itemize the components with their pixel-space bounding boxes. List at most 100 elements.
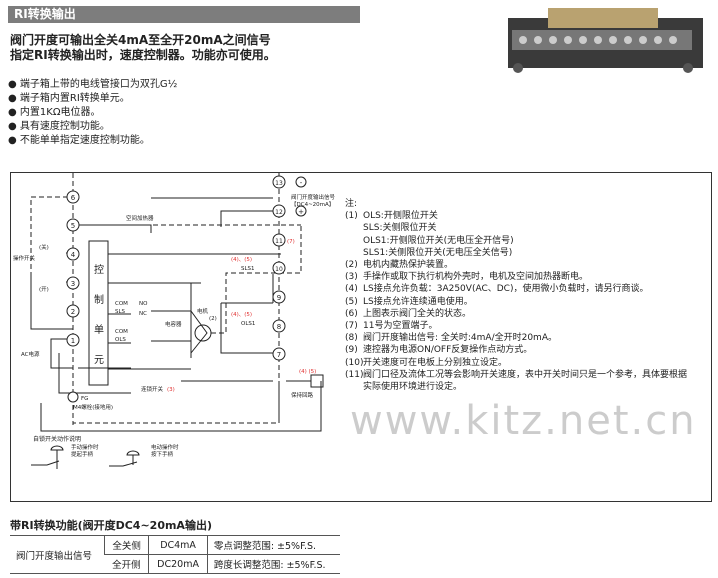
note-item: (11)阀门口径及流体工况等会影响开关速度，表中开关时间只是一个参考，具体要根据 [345, 369, 687, 381]
com-label: COM [115, 329, 128, 335]
ols-label: OLS [115, 337, 126, 343]
section-header: RI转换输出 [8, 6, 360, 23]
list-item-text: 内置1KΩ电位器。 [19, 107, 101, 118]
terminal-label: 12 [275, 209, 283, 216]
list-item-text: 端子箱内置RI转换单元。 [19, 93, 130, 104]
output-signal-label: 阀门开度输出信号 [291, 193, 336, 201]
terminal-label: 5 [71, 222, 75, 230]
table-cell: 全开侧 [104, 554, 149, 574]
note-text: 开关速度可在电板上分别独立设定。 [363, 357, 508, 368]
interlock-label: 连锁开关 [141, 385, 164, 393]
note-text: OLS1:开侧限位开关(无电压全开信号) [363, 235, 514, 246]
notes-title: 注: [345, 199, 358, 209]
no-label: NO [139, 301, 148, 307]
watermark: www.kitz.net.cn [350, 398, 697, 444]
ls-note: (4)、(5) [231, 312, 252, 318]
note-item: (10)开关速度可在电板上分别独立设定。 [345, 357, 687, 369]
note-item: (8)阀门开度输出信号: 全关时:4mA/全开时20mA。 [345, 332, 687, 344]
minus-sign: - [300, 179, 303, 187]
table-row: 阀门开度输出信号 全关侧 DC4mA 零点调整范围: ±5%F.S. [10, 535, 340, 574]
note-number: (2) [345, 260, 358, 271]
note-item: (2) 电机内藏热保护装置。 [345, 259, 687, 271]
control-unit-label: 元 [94, 355, 104, 366]
ols1-label: OLS1 [241, 321, 255, 327]
note-item: (7)11号为空置端子。 [345, 320, 687, 332]
list-item: ● 端子箱上带的电线管接口为双孔G½ [8, 79, 178, 90]
fg-label: FG [81, 396, 88, 402]
note-item: (4)LS接点允许负载：3A250V(AC、DC)，使用微小负载时，请另行商谈。 [345, 283, 687, 295]
sls1-label: SLS1 [241, 266, 255, 272]
spec-title: 带RI转换功能(阀开度DC4~20mA输出) [10, 519, 212, 532]
note-number: (10) [345, 357, 364, 368]
note-number: (11) [345, 369, 364, 380]
spec-table: 阀门开度输出信号 全关侧 DC4mA 零点调整范围: ±5%F.S. 全开侧 D… [10, 535, 340, 574]
note-text: 阀门开度输出信号: 全关时:4mA/全开时20mA。 [363, 333, 557, 344]
relay-note: (4) (5) [299, 369, 316, 375]
note-number: (9) [345, 345, 358, 356]
electric-text: 按下手柄 [151, 450, 174, 458]
table-cell: 全关侧 [103, 535, 149, 555]
note-text: 11号为空置端子。 [363, 321, 438, 332]
note-text: 阀门口径及流体工况等会影响开关速度，表中开关时间只是一个参考，具体要根据 [363, 369, 688, 380]
com-label: COM [115, 301, 128, 307]
list-item-text: 端子箱上带的电线管接口为双孔G½ [19, 79, 178, 90]
list-item: ● 端子箱内置RI转换单元。 [8, 93, 130, 104]
m4-label: M4螺栓(接地用) [73, 403, 113, 411]
list-item-text: 不能单单指定速度控制功能。 [19, 135, 150, 146]
note-item: SLS:关侧限位开关 [345, 222, 687, 234]
note-text: SLS:关侧限位开关 [363, 223, 437, 234]
output-range-label: 【DC4~20mA】 [291, 201, 334, 208]
close-mark: (关) [39, 243, 49, 251]
note-text: SLS1:关侧限位开关(无电压全关信号) [363, 247, 513, 258]
manual-text: 手动操作时 [71, 443, 99, 451]
note-text: 速控器为电源ON/OFF反复操作点动方式。 [363, 345, 533, 356]
ls-note: (4)、(5) [231, 257, 252, 263]
terminal-label: 3 [71, 280, 75, 288]
note-item: OLS1:开侧限位开关(无电压全开信号) [345, 235, 687, 247]
terminal-label: 9 [277, 294, 281, 302]
note-number: (1) [345, 211, 358, 222]
sls-label: SLS [115, 309, 126, 315]
terminal-label: 7 [277, 351, 281, 359]
self-lock-switch-icons [31, 445, 140, 469]
note-text: LS接点允许连续通电使用。 [363, 296, 473, 307]
wiring-diagram: 6 5 4 3 2 1 13 12 11 10 9 8 7 - + 控 制 单 … [10, 172, 712, 502]
note-text: 电机内藏热保护装置。 [363, 260, 454, 271]
open-mark: (开) [39, 286, 49, 293]
list-item: ● 具有速度控制功能。 [8, 121, 110, 132]
lead-text: 阀门开度可输出全关4mA至全开20mA之间信号 指定RI转换输出时，速度控制器。… [10, 33, 276, 63]
table-row: 全开侧 DC20mA 跨度长调整范围: ±5%F.S. [10, 554, 340, 574]
note-item: (6)上图表示阀门全关的状态。 [345, 308, 687, 320]
motor-label: 电机 [197, 307, 209, 315]
note-item: (1) OLS:开侧限位开关 [345, 210, 687, 222]
note-item: SLS1:关侧限位开关(无电压全关信号) [345, 247, 687, 259]
manual-text: 提起手柄 [71, 450, 94, 458]
switch-label: 操作开关 [13, 254, 36, 262]
list-item-text: 具有速度控制功能。 [19, 121, 110, 132]
self-lock-title: 自锁开关动作说明 [33, 435, 81, 443]
note-item: (3) 手操作或取下执行机构外壳时，电机及空间加热器断电。 [345, 271, 687, 283]
terminal-label: 13 [275, 180, 283, 187]
terminal-label: 10 [275, 266, 283, 273]
list-item: ● 不能单单指定速度控制功能。 [8, 135, 150, 146]
heater-label: 空间加热器 [126, 214, 154, 222]
table-cell: DC20mA [148, 554, 208, 574]
nc-label: NC [139, 311, 147, 317]
interlock-note: (3) [167, 387, 175, 393]
terminal-label: 11 [275, 238, 283, 245]
note-item: 实际使用环境进行设定。 [345, 381, 687, 393]
list-item: ● 内置1KΩ电位器。 [8, 107, 101, 118]
table-cell: 跨度长调整范围: ±5%F.S. [206, 554, 340, 574]
table-cell: DC4mA [148, 535, 208, 555]
lead-line: 阀门开度可输出全关4mA至全开20mA之间信号 [10, 33, 271, 47]
plus-sign: + [298, 208, 304, 216]
electric-text: 电动操作时 [151, 443, 179, 451]
ac-power-label: AC电源 [21, 350, 40, 358]
terminal-label: 8 [277, 323, 281, 331]
note-text: 手操作或取下执行机构外壳时，电机及空间加热器断电。 [363, 272, 589, 283]
note-number: (3) [345, 272, 358, 283]
control-unit-label: 控 [94, 263, 104, 276]
note-text: OLS:开侧限位开关 [363, 211, 438, 222]
note-item: (5)LS接点允许连续通电使用。 [345, 296, 687, 308]
note-number: (6) [345, 308, 358, 319]
